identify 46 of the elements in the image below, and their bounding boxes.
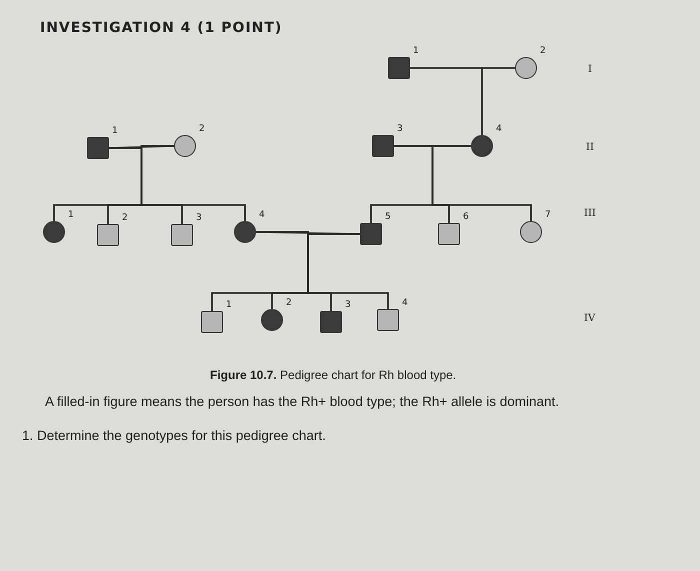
pedigree-circle: [520, 221, 542, 243]
individual-number: 1: [112, 127, 118, 136]
explanation-text: A filled-in figure means the person has the Rh+ blood type; the Rh+ allele is dominant.: [45, 394, 560, 409]
individual-number: 2: [286, 299, 292, 308]
generation-numeral: III: [584, 208, 596, 219]
individual-number: 4: [402, 299, 408, 308]
individual-number: 2: [122, 214, 128, 223]
figure-caption: Figure 10.7. Pedigree chart for Rh blood type.: [210, 368, 456, 382]
question-text: 1. Determine the genotypes for this pedigree chart.: [22, 428, 326, 443]
individual-number: 4: [496, 125, 502, 134]
pedigree-circle: [234, 221, 256, 243]
individual-number: 2: [199, 125, 205, 134]
pedigree-square: [377, 309, 399, 331]
pedigree-circle: [43, 221, 65, 243]
individual-number: 3: [196, 214, 202, 223]
generation-numeral: IV: [584, 313, 596, 324]
individual-number: 3: [345, 301, 351, 310]
individual-number: 1: [413, 47, 419, 56]
pedigree-line: [481, 67, 515, 135]
pedigree-line: [140, 145, 246, 221]
pedigree-line: [307, 233, 389, 309]
individual-number: 5: [385, 213, 391, 222]
individual-number: 1: [226, 301, 232, 310]
pedigree-square: [438, 223, 460, 245]
pedigree-square: [372, 135, 394, 157]
pedigree-circle: [471, 135, 493, 157]
pedigree-square: [171, 224, 193, 246]
individual-number: 1: [68, 211, 74, 220]
page-heading: INVESTIGATION 4 (1 POINT): [40, 20, 282, 36]
pedigree-circle: [174, 135, 196, 157]
pedigree-square: [87, 137, 109, 159]
individual-number: 6: [463, 213, 469, 222]
pedigree-line: [432, 145, 532, 221]
pedigree-circle: [515, 57, 537, 79]
individual-number: 3: [397, 125, 403, 134]
generation-numeral: I: [588, 64, 592, 75]
individual-number: 2: [540, 47, 546, 56]
pedigree-square: [97, 224, 119, 246]
individual-number: 4: [259, 211, 265, 220]
pedigree-square: [320, 311, 342, 333]
individual-number: 7: [545, 211, 551, 220]
pedigree-square: [360, 223, 382, 245]
pedigree-square: [388, 57, 410, 79]
pedigree-square: [201, 311, 223, 333]
generation-numeral: II: [586, 142, 594, 153]
pedigree-circle: [261, 309, 283, 331]
